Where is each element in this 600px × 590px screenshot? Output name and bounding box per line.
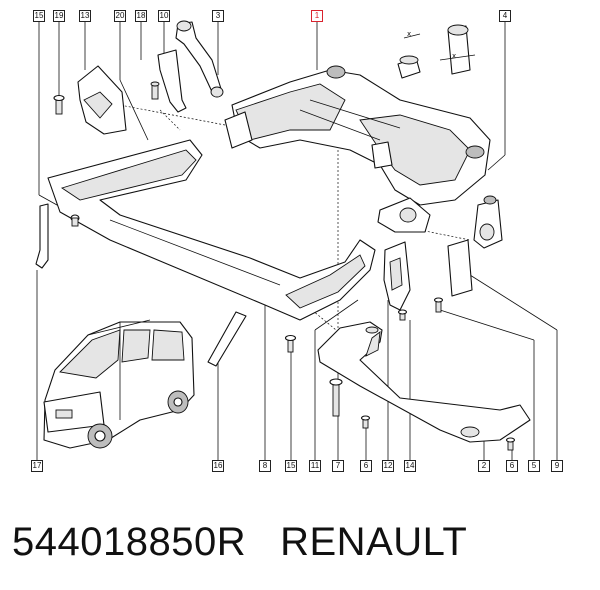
callout-4: 4: [499, 10, 511, 22]
strap-16: [207, 311, 247, 367]
callout-16: 16: [212, 460, 224, 472]
callout-8: 8: [259, 460, 271, 472]
callout-2: 2: [478, 460, 490, 472]
brand-name: RENAULT: [280, 519, 468, 564]
callout-11: 11: [309, 460, 321, 472]
right-mount-bushing: [473, 195, 503, 249]
leader-lines: [36, 22, 558, 460]
callout-15-top: 15: [33, 10, 45, 22]
side-bracket: [77, 65, 127, 135]
diagram-drawing: x x: [35, 20, 558, 460]
callout-9: 9: [551, 460, 563, 472]
callout-6-a: 6: [360, 460, 372, 472]
svg-text:x: x: [407, 30, 411, 38]
callout-13: 13: [79, 10, 91, 22]
fastener-detail: x x: [397, 24, 476, 79]
left-strap-17: [35, 203, 49, 269]
callout-10: 10: [158, 10, 170, 22]
screws: [284, 297, 516, 451]
callout-7: 7: [332, 460, 344, 472]
vehicle-illustration: [43, 319, 195, 449]
cross-member: [47, 139, 376, 321]
callout-12: 12: [382, 460, 394, 472]
callout-14: 14: [404, 460, 416, 472]
part-number: 544018850R: [12, 519, 247, 564]
callout-5: 5: [528, 460, 540, 472]
support-bracket: [150, 49, 187, 113]
callout-19: 19: [53, 10, 65, 22]
callout-1-highlighted: 1: [311, 10, 323, 22]
callout-3: 3: [212, 10, 224, 22]
link-rod: [175, 20, 224, 98]
exploded-parts-diagram: x x: [31, 10, 563, 472]
bracket-5: [447, 239, 473, 297]
callout-18: 18: [135, 10, 147, 22]
svg-text:x: x: [452, 52, 456, 60]
lower-plate: [317, 321, 531, 443]
callout-17: 17: [31, 460, 43, 472]
part-caption: 544018850R RENAULT: [12, 516, 467, 568]
callout-20: 20: [114, 10, 126, 22]
callout-15-bottom: 15: [285, 460, 297, 472]
callout-6-b: 6: [506, 460, 518, 472]
plate-14: [383, 241, 411, 311]
bolt-19: [53, 94, 65, 115]
front-subframe: [224, 65, 491, 233]
